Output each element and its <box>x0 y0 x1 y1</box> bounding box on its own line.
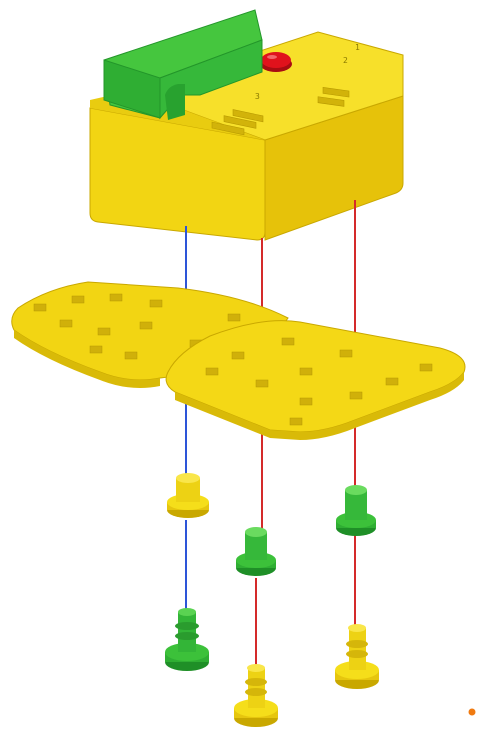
peg-green-middle <box>236 527 276 576</box>
module-box: 1 2 3 <box>89 9 404 241</box>
peg-yellow-upper <box>167 473 209 518</box>
battery-pack <box>103 9 263 120</box>
peg-green-right <box>336 485 376 536</box>
module-markings: 1 2 3 <box>255 43 360 101</box>
orange-indicator-dot <box>468 708 476 716</box>
peg-yellow-right-lower <box>335 624 379 689</box>
marking-3: 3 <box>255 92 260 101</box>
red-push-button <box>260 52 292 72</box>
module-side-face <box>264 95 404 241</box>
peg-green-lower <box>165 608 209 671</box>
module-slots <box>211 87 350 136</box>
peg-yellow-middle-lower <box>234 664 278 727</box>
marking-2: 2 <box>343 56 348 65</box>
base-plate-right <box>165 320 466 440</box>
marking-1: 1 <box>355 43 360 52</box>
